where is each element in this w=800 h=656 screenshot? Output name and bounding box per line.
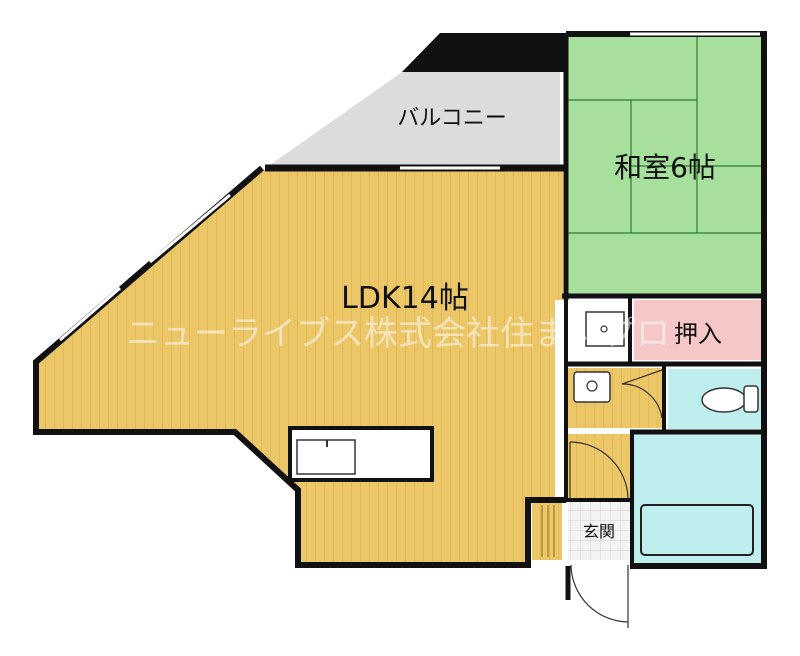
entrance-tiles <box>568 502 630 560</box>
shoe-step <box>532 502 562 560</box>
washroom-area <box>568 300 630 360</box>
tatami-lines <box>566 37 762 234</box>
balcony-label: バルコニー <box>397 106 507 131</box>
oshiire-label: 押入 <box>674 320 722 348</box>
genkan-label: 玄関 <box>583 522 615 541</box>
washroom-sink <box>585 311 625 347</box>
hand-sink-drain <box>586 380 598 392</box>
ldk-label: LDK14帖 <box>341 281 469 316</box>
corridor-floor-lower <box>568 434 630 498</box>
kitchen-counter <box>288 426 434 482</box>
watermark-text: ニューライブス株式会社住まいプロ <box>126 314 670 354</box>
washroom-sink-drain <box>600 325 608 333</box>
windows <box>59 32 760 342</box>
door-swings <box>569 369 663 628</box>
step-lines <box>541 505 555 557</box>
balcony-wall <box>402 33 567 72</box>
washitsu-label: 和室6帖 <box>614 151 716 184</box>
oshiire-area <box>634 300 762 360</box>
bathtub <box>640 504 754 556</box>
hand-sink <box>573 371 611 403</box>
toilet-fixture <box>701 385 759 413</box>
balcony-area <box>270 72 560 165</box>
